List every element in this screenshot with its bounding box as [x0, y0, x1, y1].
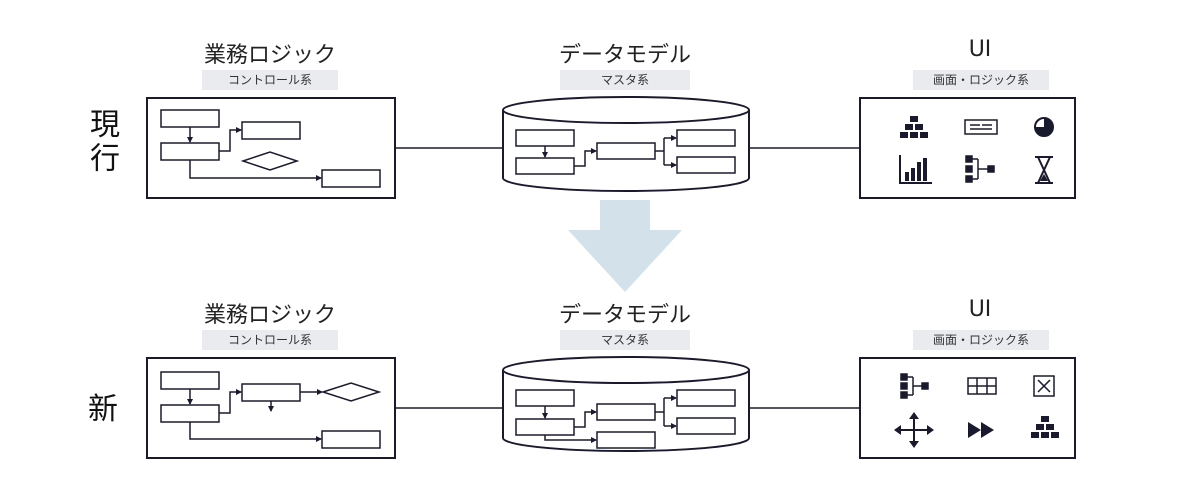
tree-connector-icon	[965, 155, 995, 183]
data-table	[515, 418, 575, 436]
fast-forward-icon	[968, 422, 994, 438]
grid-table-icon	[967, 377, 997, 395]
data-title-new: データモデル	[558, 303, 691, 328]
pie-chart-icon	[1034, 117, 1054, 137]
flow-box	[160, 371, 220, 390]
ui-subtitle-new: 画面・ロジック系	[913, 330, 1049, 350]
form-field-icon	[964, 119, 998, 135]
bar-chart-icon	[899, 155, 932, 184]
data-table	[515, 129, 575, 147]
flow-box	[160, 109, 220, 128]
flow-decision	[320, 382, 382, 402]
data-table	[515, 389, 575, 407]
hierarchy-blocks-icon	[1031, 416, 1059, 438]
logic-flowchart-current	[160, 109, 381, 188]
ui-title-new: UI	[968, 297, 992, 322]
data-subtitle-current: マスタ系	[560, 70, 690, 90]
logic-subtitle-new: コントロール系	[202, 330, 338, 350]
data-table	[676, 389, 736, 407]
hourglass-icon	[1035, 156, 1053, 184]
data-table	[676, 417, 736, 435]
data-table	[676, 129, 736, 147]
hierarchy-blocks-icon	[900, 116, 928, 138]
close-box-icon	[1033, 375, 1055, 397]
transition-arrow	[568, 200, 682, 292]
ui-title-current: UI	[968, 37, 992, 62]
tree-connector-icon	[900, 373, 929, 399]
flow-box	[160, 142, 220, 161]
data-table	[596, 403, 656, 421]
logic-subtitle-current: コントロール系	[202, 70, 338, 90]
row-label-current: 現行	[84, 108, 119, 176]
logic-title-new: 業務ロジック	[203, 303, 336, 328]
data-cylinder-current	[502, 96, 750, 192]
data-table	[596, 431, 656, 449]
data-title-current: データモデル	[558, 43, 691, 68]
row-current	[146, 96, 1076, 199]
flow-box	[321, 430, 381, 449]
data-cylinder-new	[502, 356, 750, 452]
data-table	[596, 142, 656, 160]
flow-box	[160, 404, 220, 423]
data-table	[676, 156, 736, 174]
logic-title-current: 業務ロジック	[203, 43, 336, 68]
data-subtitle-new: マスタ系	[560, 330, 690, 350]
flow-decision	[240, 151, 300, 171]
data-table	[515, 157, 575, 175]
flow-box	[241, 383, 301, 402]
row-new	[146, 356, 1076, 459]
move-arrows-icon	[894, 412, 934, 448]
logic-flowchart-new	[160, 371, 382, 449]
row-label-new: 新	[88, 392, 118, 427]
ui-subtitle-current: 画面・ロジック系	[913, 70, 1049, 90]
flow-box	[241, 121, 301, 140]
flow-box	[321, 169, 381, 188]
ui-panel-new	[859, 357, 1076, 459]
